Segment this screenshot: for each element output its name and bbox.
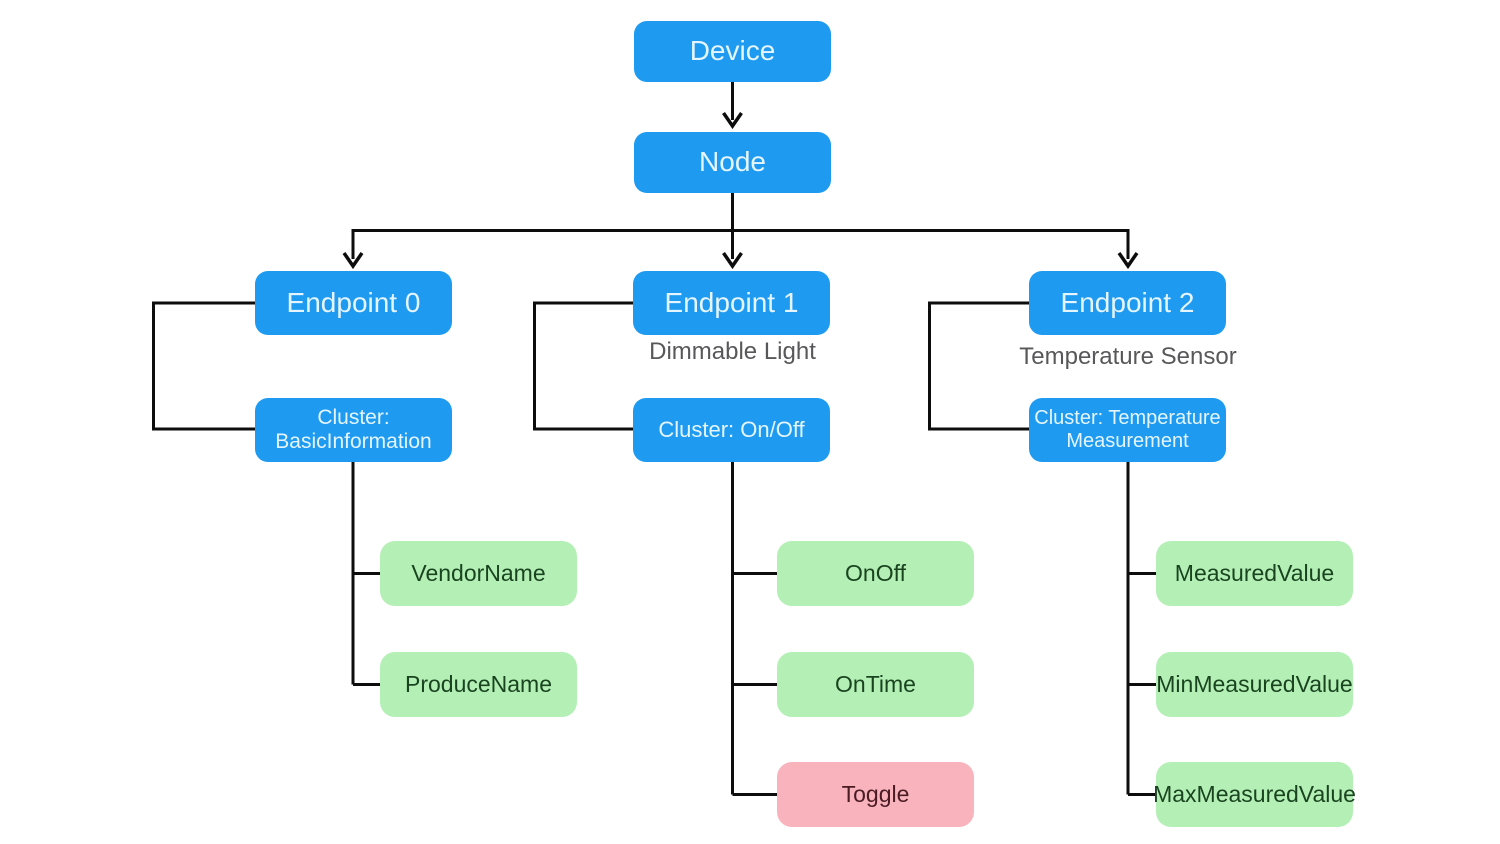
- endpoint-1-box: Endpoint 1: [633, 271, 830, 335]
- bracket-endpoint1-cluster: [533, 301, 633, 431]
- device-box: Device: [634, 21, 831, 82]
- attr-max-measured-value: MaxMeasuredValue: [1153, 762, 1356, 827]
- attr-toggle: Toggle: [777, 762, 974, 827]
- tree-cluster2-attributes: [1126, 462, 1156, 796]
- bracket-endpoint2-cluster: [928, 301, 1029, 431]
- tree-cluster0-attributes: [351, 462, 380, 686]
- attr-on-time: OnTime: [777, 652, 974, 717]
- attr-on-off: OnOff: [777, 541, 974, 606]
- endpoint-0-box: Endpoint 0: [255, 271, 452, 335]
- arrowhead-endpoint2: [1117, 252, 1139, 270]
- cluster-basic-information-box: Cluster: BasicInformation: [255, 398, 452, 462]
- endpoint-1-sublabel: Dimmable Light: [649, 338, 816, 365]
- attr-measured-value: MeasuredValue: [1156, 541, 1353, 606]
- endpoint-2-sublabel: Temperature Sensor: [1019, 343, 1237, 370]
- arrowhead-endpoint1: [722, 252, 743, 270]
- attr-min-measured-value: MinMeasuredValue: [1156, 652, 1353, 717]
- arrowhead-device-to-node: [722, 112, 743, 130]
- tree-cluster1-attributes: [731, 462, 777, 796]
- attr-vendor-name: VendorName: [380, 541, 577, 606]
- arrowhead-endpoint0: [342, 252, 364, 270]
- cluster-temperature-measurement-box: Cluster: Temperature Measurement: [1029, 398, 1226, 462]
- bracket-endpoint0-cluster: [152, 301, 255, 431]
- node-box: Node: [634, 132, 831, 193]
- endpoint-2-box: Endpoint 2: [1029, 271, 1226, 335]
- attr-produce-name: ProduceName: [380, 652, 577, 717]
- cluster-on-off-box: Cluster: On/Off: [633, 398, 830, 462]
